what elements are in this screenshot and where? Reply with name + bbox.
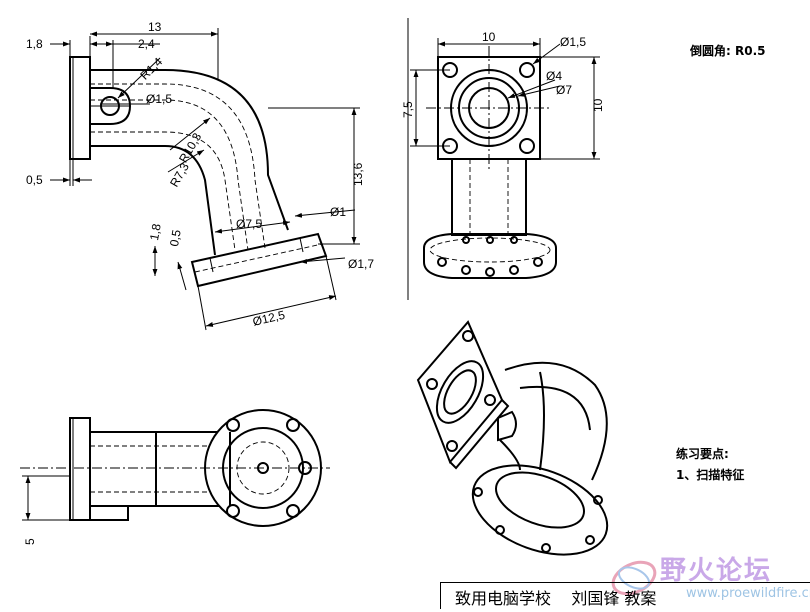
dim-10-top: 10 xyxy=(482,30,496,44)
watermark-name: 野火论坛 xyxy=(660,556,773,586)
dim-2-4: 2,4 xyxy=(138,37,155,51)
dim-r1-4: R1,4 xyxy=(137,55,165,83)
iso-bottom-flange xyxy=(471,464,609,556)
dim-0-5-bottom: 0,5 xyxy=(167,228,184,247)
iso-square-flange xyxy=(416,320,504,464)
dim-0-5-left: 0,5 xyxy=(26,173,43,187)
dim-13-6: 13,6 xyxy=(351,162,365,186)
title-block-text: 致用电脑学校 刘国锋 教案 xyxy=(455,589,657,608)
watermark: 野火论坛 www.proewildfire.cn xyxy=(598,546,810,608)
top-lug xyxy=(89,505,129,521)
dim-13: 13 xyxy=(148,20,162,34)
isometric-view xyxy=(416,320,609,556)
dim-1-8: 1,8 xyxy=(26,37,43,51)
dim-side-dia1-5: Ø1,5 xyxy=(560,35,586,49)
dim-10-right: 10 xyxy=(591,98,605,112)
dim-dia7: Ø7 xyxy=(556,83,572,97)
dim-dia1-7: Ø1,7 xyxy=(348,257,374,271)
title-block: 致用电脑学校 刘国锋 教案 xyxy=(440,582,810,609)
side-pipe xyxy=(451,158,527,236)
dim-dia7-5: Ø7,5 xyxy=(236,217,262,231)
top-view: 5 xyxy=(20,409,330,545)
front-left-flange xyxy=(69,56,91,160)
side-view: 10 Ø1,5 Ø4 Ø7 7,5 10 xyxy=(401,30,605,279)
dim-1-8-bottom: 1,8 xyxy=(147,222,164,241)
front-bottom-flange xyxy=(190,232,328,288)
practice-title: 练习要点: xyxy=(676,447,729,461)
iso-elbow-outer xyxy=(504,361,608,481)
fillet-note: 倒圆角: R0.5 xyxy=(690,44,766,58)
dim-dia1: Ø1 xyxy=(330,205,346,219)
dim-5: 5 xyxy=(23,538,37,545)
watermark-url: www.proewildfire.cn xyxy=(686,586,810,601)
front-view: 13 1,8 2,4 R1,4 Ø1,5 R10,3 R7,3 0,5 13,6 xyxy=(26,20,374,331)
front-pipe-inner xyxy=(90,145,216,256)
dim-dia4: Ø4 xyxy=(546,69,562,83)
dim-dia12-5: Ø12,5 xyxy=(251,308,286,329)
front-pipe-outer xyxy=(90,69,289,231)
watermark-logo-icon xyxy=(611,560,657,596)
dim-7-5: 7,5 xyxy=(401,101,415,118)
practice-item: 1、扫描特征 xyxy=(676,468,745,482)
side-bottom-flange xyxy=(423,233,557,279)
dim-dia1-5: Ø1,5 xyxy=(146,92,172,106)
